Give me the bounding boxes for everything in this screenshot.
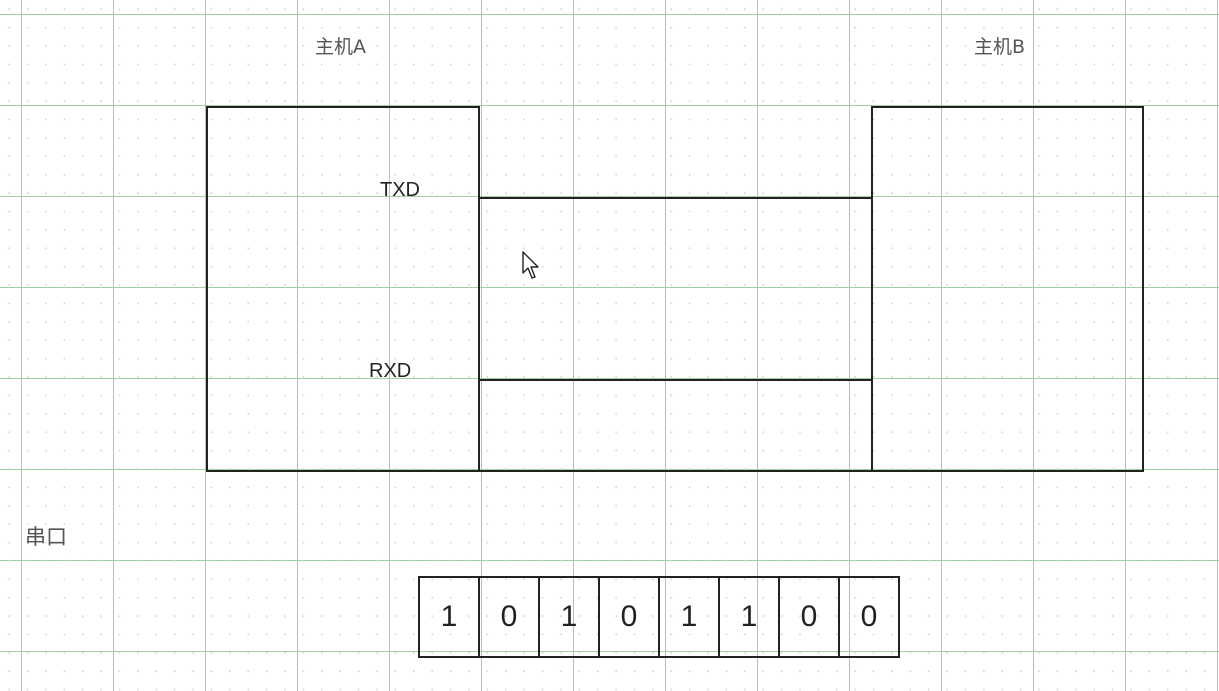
bit-sequence: 1 0 1 0 1 1 0 0 (418, 576, 900, 658)
rx-line (478, 379, 873, 381)
bit-cell: 0 (600, 578, 660, 656)
bit-cell: 0 (480, 578, 540, 656)
host-a-box (206, 106, 480, 472)
host-b-title: 主机B (974, 36, 1026, 58)
bottom-line (478, 470, 873, 472)
tx-line (478, 197, 873, 199)
rxd-label: RXD (369, 360, 412, 382)
host-a-title: 主机A (315, 36, 366, 58)
bit-cell: 1 (720, 578, 780, 656)
mouse-cursor-icon (522, 251, 539, 279)
serial-port-label: 串口 (25, 525, 67, 549)
bit-cell: 1 (420, 578, 480, 656)
bit-cell: 1 (540, 578, 600, 656)
bit-cell: 1 (660, 578, 720, 656)
bit-cell: 0 (860, 600, 878, 633)
txd-label: TXD (380, 179, 420, 201)
host-b-box (871, 106, 1144, 472)
bit-cell: 0 (780, 578, 840, 656)
